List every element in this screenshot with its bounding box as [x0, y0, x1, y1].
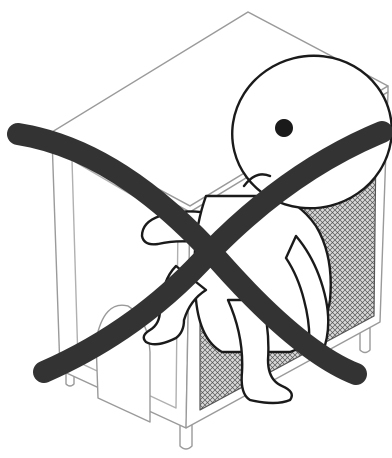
person-eye: [275, 119, 293, 137]
